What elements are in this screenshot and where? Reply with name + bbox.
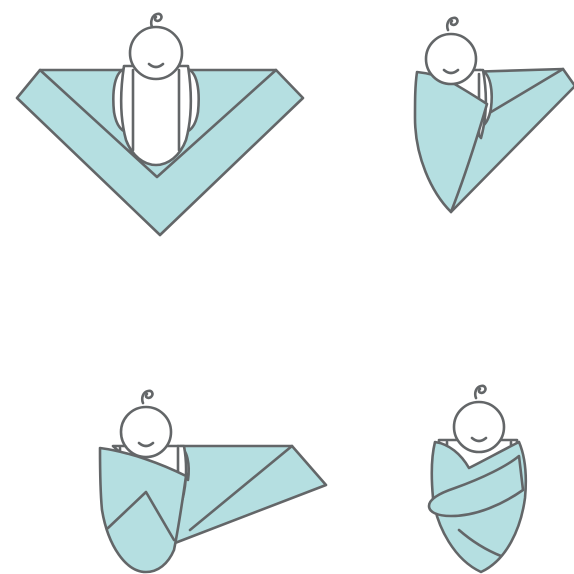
- step-4-final-wrap: [415, 380, 545, 574]
- baby-head: [452, 400, 506, 454]
- baby-hair-curl: [149, 12, 163, 29]
- baby-body: [119, 64, 193, 167]
- baby-head: [128, 25, 184, 81]
- baby-head: [424, 32, 478, 86]
- wrap-bottom-fold-line: [457, 528, 503, 558]
- step-1-baby-on-blanket: [0, 0, 320, 250]
- baby-on-blanket-icon: [15, 12, 305, 237]
- blanket-right-fold-line: [479, 67, 565, 120]
- baby-smile: [470, 436, 488, 443]
- bottom-fold-icon: [98, 389, 328, 574]
- baby-hair-curl: [140, 389, 154, 405]
- blanket-right-wing: [173, 444, 328, 545]
- step-2-left-side-fold: [395, 0, 574, 230]
- wrap-band: [427, 454, 525, 518]
- left-side-fold-icon: [413, 16, 574, 214]
- baby-hair-curl: [473, 384, 487, 400]
- final-wrap-icon: [427, 384, 528, 574]
- baby-hair-curl: [445, 16, 459, 32]
- baby-head: [119, 405, 173, 459]
- baby-smile: [137, 441, 155, 448]
- step-3-bottom-fold: [80, 380, 340, 574]
- baby-smile: [147, 62, 165, 69]
- left-flap-folded: [98, 446, 188, 574]
- bottom-fold-line: [106, 490, 176, 542]
- blanket-right-fold-line: [188, 444, 294, 532]
- baby-smile: [442, 68, 460, 75]
- blanket-fold-line: [38, 68, 278, 179]
